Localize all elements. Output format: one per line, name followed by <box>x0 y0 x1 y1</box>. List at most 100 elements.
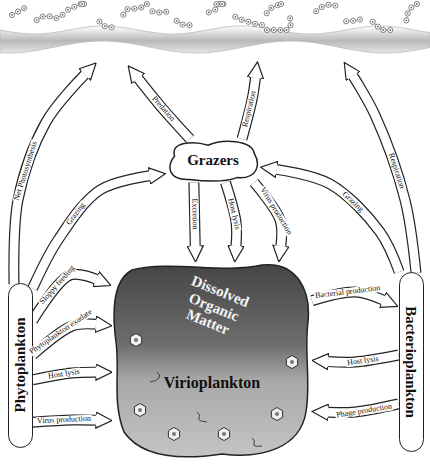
flux-label: Excretion <box>190 198 199 231</box>
molecule-atom <box>182 24 184 26</box>
molecule-atom <box>288 16 293 21</box>
arrow-outline <box>33 324 97 355</box>
molecule-atom <box>290 24 292 26</box>
flux-label: Predation <box>149 94 176 124</box>
molecule-atom <box>375 24 380 29</box>
flux-connector <box>33 324 97 355</box>
molecule-atom <box>97 19 102 24</box>
virus-particle <box>172 432 176 436</box>
molecule-atom <box>216 3 218 5</box>
arrow-body <box>33 420 97 422</box>
molecule-atom <box>328 4 330 6</box>
molecule-atom <box>80 1 85 6</box>
molecule-atom <box>121 12 126 17</box>
molecule-atom <box>132 6 137 11</box>
flux-connector <box>33 274 97 321</box>
molecule-atom <box>125 7 130 12</box>
molecule-atom <box>266 12 268 14</box>
molecule-atom <box>214 9 216 11</box>
arrow-body <box>33 372 97 380</box>
flux-connector <box>254 183 281 247</box>
flux-arrow <box>138 78 190 139</box>
molecule-atom <box>214 1 219 6</box>
molecule-atom <box>271 27 276 32</box>
molecule-atom <box>81 3 83 5</box>
molecule-atom <box>139 5 144 10</box>
molecule-atom <box>42 16 44 18</box>
molecule-atom <box>269 5 274 10</box>
molecule-atom <box>187 23 192 28</box>
molecule-atom <box>109 25 114 30</box>
molecule-atom <box>319 4 324 9</box>
arrow-outline <box>254 183 281 247</box>
molecule-atom <box>165 11 167 13</box>
molecule-atom <box>278 27 283 32</box>
arrow-body <box>328 355 399 362</box>
flux-label: Grazing <box>340 189 366 214</box>
molecule-atom <box>315 10 317 12</box>
molecule-atom <box>333 3 338 8</box>
molecule-atom <box>65 7 70 12</box>
arrow-outline <box>33 420 97 422</box>
flux-connector <box>225 183 236 247</box>
flux-connector <box>33 420 97 422</box>
molecule-atom <box>234 16 236 18</box>
molecule-atom <box>252 21 257 26</box>
flux-label: Phage production <box>334 402 393 419</box>
molecule-atom <box>344 19 349 24</box>
molecule-atom <box>174 18 179 23</box>
molecule-atom <box>247 21 249 23</box>
flux-arrow <box>242 78 256 139</box>
molecule-atom <box>321 6 323 8</box>
connectors <box>33 169 400 422</box>
flux-label: Host lysis <box>346 355 381 368</box>
molecule-atom <box>47 14 52 19</box>
molecule-atom <box>351 18 356 23</box>
organism-column: Phytoplankton <box>8 283 33 448</box>
molecule-atom <box>286 29 288 31</box>
molecule-atom <box>416 3 418 5</box>
molecule-atom <box>246 19 251 24</box>
flux-arrows <box>14 74 416 284</box>
molecule-atom <box>206 10 211 15</box>
molecule-atom <box>289 17 291 19</box>
molecule-atom <box>49 15 51 17</box>
molecule-atom <box>73 6 75 8</box>
arrow-body <box>276 169 399 272</box>
molecule-atom <box>261 24 263 26</box>
flux-connector <box>312 292 383 301</box>
arrow-body <box>328 404 399 413</box>
flux-connector <box>328 404 399 413</box>
arrow-outline <box>328 355 399 362</box>
flux-label: Host lysis <box>227 196 242 231</box>
molecule-atom <box>144 1 149 6</box>
arrow-outline <box>312 292 383 301</box>
arrow-body <box>242 78 256 139</box>
molecule-atom <box>134 8 136 10</box>
molecule-atom <box>72 4 77 9</box>
arrow-outline <box>328 404 399 413</box>
molecule-atom <box>266 29 268 31</box>
flux-label: Phytoplankton exudate <box>27 308 94 357</box>
flux-label: Host lysis <box>47 368 82 381</box>
virus-particle <box>271 408 282 421</box>
molecule-atom <box>158 12 160 14</box>
virus-particle <box>134 338 138 342</box>
molecule-bond <box>123 4 146 15</box>
molecule-atom <box>404 18 409 23</box>
molecule-atom <box>334 5 336 7</box>
flux-label: Respiration <box>386 151 406 190</box>
arrow-outline <box>33 274 97 321</box>
molecule-atom <box>34 17 39 22</box>
molecule-atom <box>405 11 410 16</box>
molecule-atom <box>254 23 256 25</box>
molecule-atom <box>409 5 414 10</box>
molecule-atom <box>146 3 148 5</box>
molecule-atom <box>213 7 218 12</box>
molecule-atom <box>60 12 65 17</box>
virus-particle <box>168 428 179 441</box>
molecule-atom <box>180 22 185 27</box>
organism-column: Bacterioplankton <box>399 272 424 452</box>
molecule-atom <box>17 11 19 13</box>
